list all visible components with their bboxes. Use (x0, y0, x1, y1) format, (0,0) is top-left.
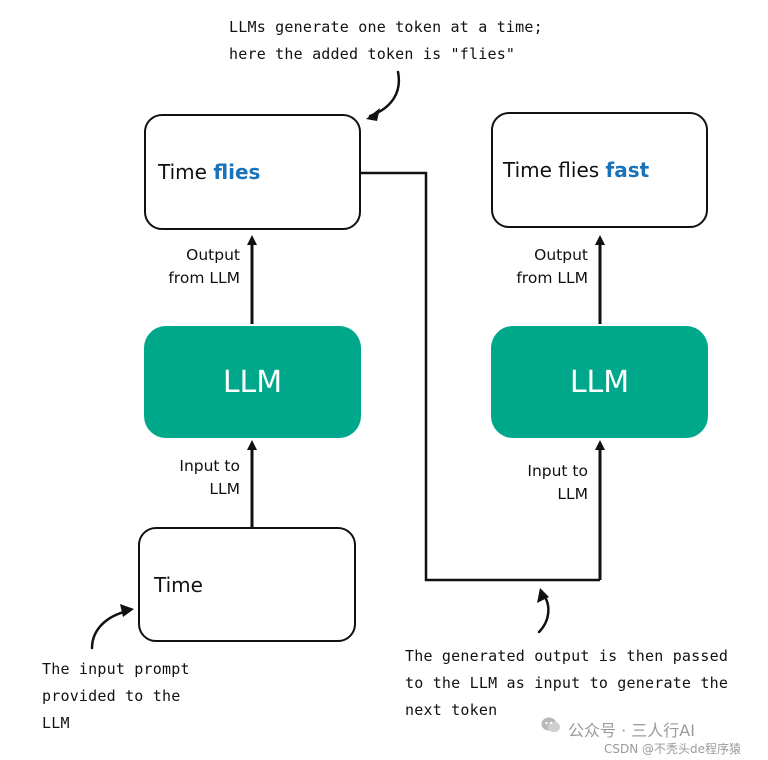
left-output-label-line-1: Output (186, 246, 240, 264)
curved-arrow-bottom-left-note-head (120, 604, 134, 617)
left-input-text: Time (154, 572, 203, 597)
annotation-bottom-right: The generated output is then passed to t… (405, 643, 728, 724)
left-llm-block: LLM (144, 326, 361, 438)
curved-arrow-top-note (368, 70, 401, 118)
right-output-box: Time flies fast (491, 112, 708, 228)
annotation-bottom-left-line-3: LLM (42, 714, 70, 732)
right-output-label: Output from LLM (516, 244, 588, 290)
curved-arrow-bottom-right-note-head (537, 588, 549, 603)
right-output-prefix: Time flies (503, 158, 606, 182)
curved-arrow-bottom-left-note (90, 609, 130, 650)
watermark-line-1: 公众号 · 三人行AI (568, 721, 695, 740)
annotation-bottom-left: The input prompt provided to the LLM (42, 656, 190, 737)
watermark-line-2: CSDN @不秃头de程序猿 (604, 742, 742, 756)
annotation-top-line-2: here the added token is "flies" (229, 45, 516, 63)
annotation-top-line-1: LLMs generate one token at a time; (229, 18, 543, 36)
right-llm-label: LLM (569, 364, 630, 400)
left-input-label: Input to LLM (179, 455, 240, 501)
left-output-text: Time flies (158, 160, 260, 184)
right-input-label-line-2: LLM (557, 485, 588, 503)
annotation-top: LLMs generate one token at a time; here … (229, 14, 543, 68)
annotation-bottom-right-line-2: to the LLM as input to generate the (405, 674, 729, 692)
watermark-icon (541, 716, 561, 734)
left-output-label-line-2: from LLM (168, 269, 240, 287)
annotation-bottom-right-line-3: next token (405, 701, 498, 719)
left-output-label: Output from LLM (168, 244, 240, 290)
curved-arrow-top-note-head (366, 108, 380, 121)
right-output-highlight-token: fast (605, 158, 650, 182)
right-output-label-line-2: from LLM (516, 269, 588, 287)
right-llm-block: LLM (491, 326, 708, 438)
left-output-prefix: Time (158, 160, 214, 184)
annotation-bottom-right-line-1: The generated output is then passed (405, 647, 729, 665)
left-llm-label: LLM (222, 364, 283, 400)
annotation-bottom-left-line-1: The input prompt (42, 660, 190, 678)
left-input-label-line-2: LLM (209, 480, 240, 498)
right-input-label: Input to LLM (527, 460, 588, 506)
annotation-bottom-left-line-2: provided to the (42, 687, 181, 705)
left-input-box: Time (138, 527, 356, 642)
left-input-label-line-1: Input to (179, 457, 240, 475)
left-output-box: Time flies (144, 114, 361, 230)
right-output-label-line-1: Output (534, 246, 588, 264)
right-input-label-line-1: Input to (527, 462, 588, 480)
right-output-text: Time flies fast (503, 158, 649, 182)
left-output-highlight-token: flies (213, 160, 261, 184)
feedback-connector (361, 171, 600, 582)
